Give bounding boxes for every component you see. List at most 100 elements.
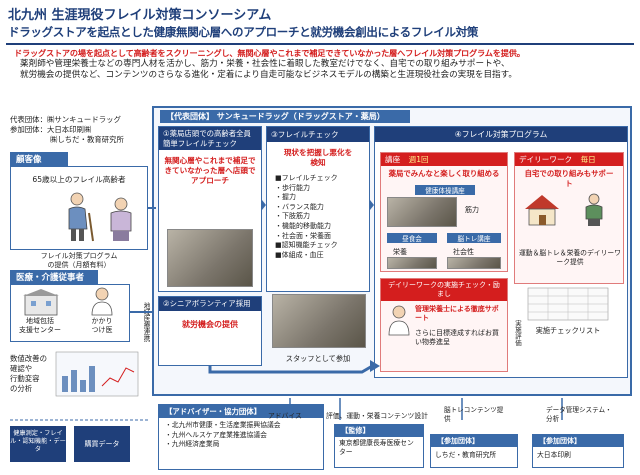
chart-thumbnail — [55, 351, 139, 397]
supervise-value: 東京都健康長寿医療センター — [339, 439, 414, 456]
home-icon — [525, 195, 559, 226]
data-box-health: 健康測定・フレイル・認知機能・データ — [10, 426, 66, 462]
data-box-purchase: 購買データ — [74, 426, 130, 462]
program-caption: フレイル対策プログラム の提供（月額有料） — [10, 252, 148, 270]
class-item-3: 昼食会 — [387, 233, 437, 243]
organization-info: 代表団体：㈱サンキュードラッグ 参加団体：大日本印刷㈱ ㈱しちだ・教育研究所 — [10, 115, 124, 145]
step3-item: ・バランス能力 — [275, 202, 324, 211]
checklist-caption: 実施チェックリスト — [535, 326, 601, 335]
class-item-4: 栄養 — [393, 248, 407, 256]
customer-text: 65歳以上のフレイル高齢者 — [32, 175, 126, 184]
advisor-list: ・北九州市健康・生活産業振興協議会・九州ヘルスケア産業推進協議会・九州経済産業局 — [159, 418, 323, 453]
analysis-2: 確認や — [10, 364, 33, 373]
data-label: データ管理システム・分析 — [546, 406, 612, 423]
class-label: 講座 — [385, 155, 401, 164]
step2-box: ②シニアボランティア採用 就労機会の提供 — [158, 296, 262, 366]
check-sub: 管理栄養士による徹底サポート — [415, 305, 499, 322]
program-caption-2: の提供（月額有料） — [47, 261, 111, 269]
staff-label: スタッフとして参加 — [285, 354, 351, 363]
class-freq: 週1回 — [408, 155, 429, 164]
daily-desc: 自宅での取り組みもサポート — [524, 169, 614, 188]
center-label: 地域包括 支援センター — [15, 317, 65, 335]
participant1-value: しちだ・教育研究所 — [435, 451, 497, 459]
center-label-2: 支援センター — [19, 326, 61, 334]
step2-title: ②シニアボランティア採用 — [159, 297, 261, 311]
program-caption-1: フレイル対策プログラム — [40, 252, 118, 260]
advisor-item: ・九州ヘルスケア産業推進協議会 — [165, 430, 267, 439]
advisor-box: 【アドバイザー・協力団体】 ・北九州市健康・生活産業振興協議会・九州ヘルスケア産… — [158, 404, 324, 470]
participant2-header: 【参加団体】 — [533, 435, 623, 447]
advisor-item: ・北九州市健康・生活産業振興協議会 — [165, 421, 281, 429]
step1-box: ①薬局店頭での高齢者全員簡単フレイルチェック 無関心層やこれまで補足できていなか… — [158, 126, 262, 292]
step3-item: ■認知機能チェック — [275, 241, 338, 250]
step3-sub: 現状を把握し悪化を検知 — [283, 148, 353, 167]
nutritionist-icon — [388, 305, 410, 336]
advice-label: アドバイス — [268, 412, 302, 420]
rep-header: 【代表団体】 サンキュードラッグ（ドラッグストア・薬局） — [160, 110, 410, 123]
class-item-1: 健康体操講座 — [415, 185, 475, 195]
checklist-sheet — [527, 287, 609, 321]
check-text: さらに目標達成すればお買い物券進呈 — [415, 329, 499, 346]
step3-item: ・社会面・栄養面 — [275, 231, 331, 240]
analysis-3: 行動変容 — [10, 374, 40, 383]
step3-item: ■フレイルチェック — [275, 174, 338, 182]
page-subtitle: ドラッグストアを起点とした健康無関心層へのアプローチと就労機会創出によるフレイル… — [8, 25, 479, 39]
class-desc: 薬局でみんなと楽しく取り組める — [388, 169, 500, 178]
daily-label: デイリーワーク — [519, 155, 573, 164]
intro-line-1: ドラッグストアの場を起点として高齢者をスクリーニングし、無関心層やこれまで補足で… — [14, 48, 525, 58]
step3-item: ・機能的移動能力 — [275, 221, 331, 230]
participant2-value: 大日本印刷 — [537, 451, 571, 459]
step1-title: ①薬局店頭での高齢者全員簡単フレイルチェック — [159, 127, 261, 150]
daily-freq: 毎日 — [580, 155, 596, 164]
rep-value: ㈱サンキュードラッグ — [46, 115, 121, 124]
analysis-text: 数値改善の 確認や 行動変容 の分析 — [10, 354, 47, 394]
step1-text: 無関心層やこれまで補足できていなかった層へ店頭でアプローチ — [164, 156, 256, 185]
participant-value-1: 大日本印刷㈱ — [46, 125, 92, 134]
participant1-box: 【参加団体】 しちだ・教育研究所 — [430, 434, 518, 468]
supervise-header: 【監修】 — [335, 425, 423, 437]
class-item-2: 筋力 — [465, 206, 479, 214]
step2-text: 就労機会の提供 — [182, 319, 238, 329]
care-box: 地域包括 支援センター かかり つけ医 — [10, 284, 130, 342]
title-divider — [6, 43, 634, 45]
center-label-1: 地域包括 — [26, 317, 54, 325]
analysis-1: 数値改善の — [10, 354, 47, 363]
participant2-box: 【参加団体】 大日本印刷 — [532, 434, 624, 468]
step3-box: ③フレイルチェック 現状を把握し悪化を検知 ■フレイルチェック・歩行能力・握力・… — [266, 126, 370, 292]
brain-photo — [447, 257, 501, 269]
check-panel: デイリーワークの実施チェック・励まし 管理栄養士による徹底サポート さらに目標達… — [380, 278, 508, 372]
daily-caption: 運動＆脳トレ＆栄養のデイリーワーク提供 — [519, 249, 621, 266]
customer-header: 顧客像 — [10, 152, 68, 166]
brain-label: 脳トレコンテンツ提供 — [444, 406, 504, 423]
clinic-label-2: つけ医 — [91, 326, 113, 334]
eval-design-label: 評価、運動・栄養コンテンツ設計 — [326, 412, 428, 420]
step3-item: ・握力 — [275, 193, 296, 202]
eval-label: 実施評価 — [514, 320, 522, 346]
person-exercise-icon — [585, 193, 603, 226]
intro-text: ドラッグストアの場を起点として高齢者をスクリーニングし、無関心層やこれまで補足で… — [14, 48, 636, 81]
exercise-photo — [387, 197, 457, 227]
rep-label: 代表団体： — [10, 115, 47, 124]
elderly-person-icon-2 — [110, 197, 132, 241]
step3-list: ■フレイルチェック・歩行能力・握力・バランス能力・下肢筋力・機能的移動能力・社会… — [267, 174, 369, 260]
clinic-label-1: かかり — [91, 317, 113, 325]
daily-header: デイリーワーク 毎日 — [515, 153, 623, 166]
checkup-photo — [272, 294, 366, 348]
link-label: 地域医療連携 — [142, 302, 150, 342]
lunch-photo — [387, 257, 437, 269]
elderly-person-icon — [68, 192, 94, 242]
class-header: 講座 週1回 — [381, 153, 507, 166]
customer-box: 65歳以上のフレイル高齢者 — [10, 166, 148, 250]
intro-line-3: 就労機会の提供など、コンテンツのさらなる進化・定着により自走可能なビジネスモデル… — [20, 70, 517, 80]
participant1-header: 【参加団体】 — [431, 435, 517, 447]
participant-label: 参加団体： — [10, 125, 47, 134]
advisor-header: 【アドバイザー・協力団体】 — [159, 405, 323, 418]
building-icon — [23, 289, 59, 316]
page-title: 北九州 生涯現役フレイル対策コンソーシアム — [8, 8, 272, 23]
step4-title: ④フレイル対策プログラム — [375, 127, 627, 142]
care-header: 医療・介護従事者 — [10, 270, 98, 284]
participant-value-2: ㈱しちだ・教育研究所 — [50, 135, 124, 144]
store-photo — [167, 229, 253, 287]
class-item-5: 脳トレ講座 — [447, 233, 501, 243]
